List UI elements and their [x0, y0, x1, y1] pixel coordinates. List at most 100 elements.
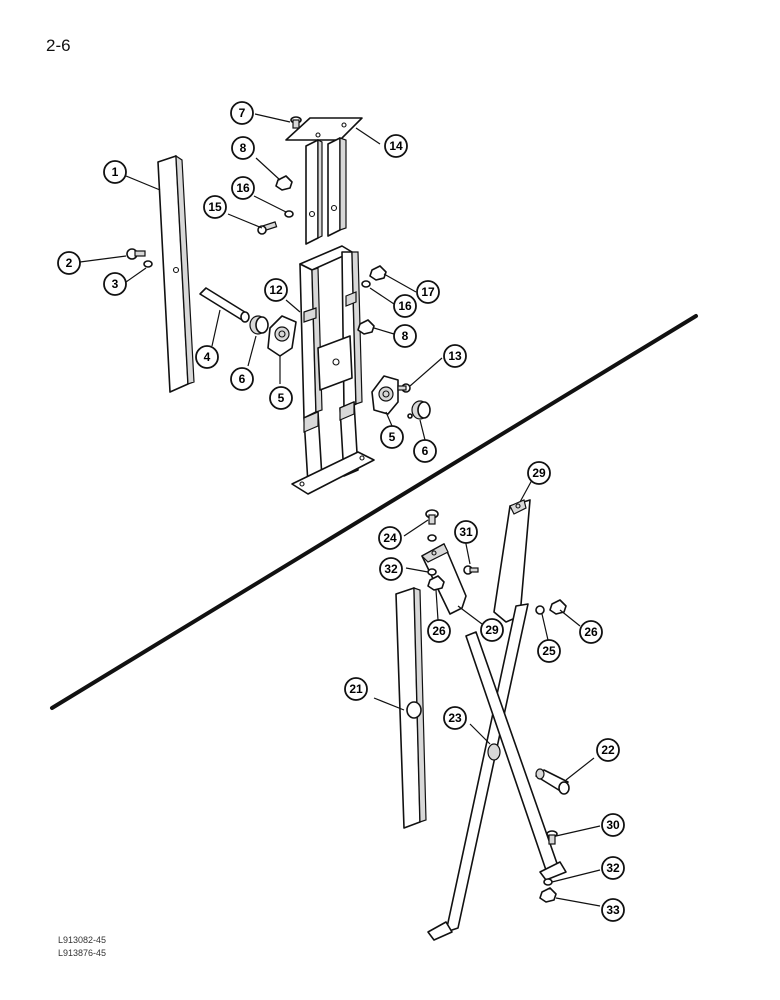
figure-reference-codes: L913082-45 L913876-45 — [58, 934, 106, 960]
callout-5: 5 — [269, 386, 293, 410]
callout-8: 8 — [393, 324, 417, 348]
part-21-upright-bar — [395, 587, 427, 829]
svg-text:13: 13 — [448, 349, 462, 363]
svg-text:32: 32 — [606, 861, 620, 875]
part-32-washer-a — [427, 534, 437, 542]
part-6-bushing-right — [407, 400, 431, 420]
svg-text:30: 30 — [606, 818, 620, 832]
part-14-top-bracket — [285, 117, 363, 245]
svg-text:33: 33 — [606, 903, 620, 917]
svg-text:4: 4 — [204, 350, 211, 364]
svg-text:14: 14 — [389, 139, 403, 153]
callout-5: 5 — [380, 425, 404, 449]
callout-33: 33 — [601, 898, 625, 922]
callout-24: 24 — [378, 526, 402, 550]
part-29-brace-upper — [493, 499, 531, 623]
callout-16: 16 — [393, 294, 417, 318]
svg-text:1: 1 — [112, 165, 119, 179]
part-12-main-frame — [299, 245, 363, 419]
part-24-bolt — [425, 509, 439, 525]
callout-17: 17 — [416, 280, 440, 304]
reference-code: L913082-45 — [58, 935, 107, 945]
section-divider-line — [50, 314, 698, 710]
svg-text:7: 7 — [239, 106, 246, 120]
svg-text:29: 29 — [532, 466, 546, 480]
part-25-washer — [535, 605, 545, 615]
callout-26: 26 — [579, 620, 603, 644]
svg-text:8: 8 — [402, 329, 409, 343]
reference-code: L913876-45 — [58, 948, 107, 958]
callout-6: 6 — [413, 439, 437, 463]
callout-26: 26 — [427, 619, 451, 643]
svg-text:24: 24 — [383, 531, 397, 545]
svg-text:2: 2 — [66, 256, 73, 270]
part-23-cross-brace — [427, 603, 567, 941]
part-33-nut — [539, 887, 557, 903]
svg-text:3: 3 — [112, 277, 119, 291]
part-3-washer — [143, 260, 153, 268]
callout-1: 1 — [103, 160, 127, 184]
callout-25: 25 — [537, 639, 561, 663]
callout-21: 21 — [344, 677, 368, 701]
part-16-washer-top — [284, 210, 294, 218]
part-13-screw — [397, 383, 411, 393]
callout-7: 7 — [230, 101, 254, 125]
callout-22: 22 — [596, 738, 620, 762]
page-number: 2-6 — [46, 36, 71, 55]
part-16-washer-right — [361, 280, 371, 288]
part-32-washer-b — [427, 568, 437, 576]
svg-text:8: 8 — [240, 141, 247, 155]
svg-text:21: 21 — [349, 682, 363, 696]
callout-14: 14 — [384, 134, 408, 158]
part-4-shaft — [199, 287, 250, 323]
svg-text:29: 29 — [485, 623, 499, 637]
callout-31: 31 — [454, 520, 478, 544]
svg-text:32: 32 — [384, 562, 398, 576]
svg-text:26: 26 — [584, 625, 598, 639]
part-5-bearing-flange-left — [267, 315, 297, 357]
svg-text:15: 15 — [208, 200, 222, 214]
part-6-bushing-left — [249, 315, 269, 335]
svg-text:22: 22 — [601, 743, 615, 757]
callout-4: 4 — [195, 345, 219, 369]
svg-text:25: 25 — [542, 644, 556, 658]
part-26-nut-left — [427, 575, 445, 591]
callout-16: 16 — [231, 176, 255, 200]
callout-13: 13 — [443, 344, 467, 368]
callout-29: 29 — [527, 461, 551, 485]
svg-text:16: 16 — [236, 181, 250, 195]
part-5-bearing-flange-right — [371, 375, 399, 415]
part-32-washer-bottom — [543, 878, 553, 886]
svg-text:12: 12 — [269, 283, 283, 297]
svg-text:16: 16 — [398, 299, 412, 313]
svg-text:26: 26 — [432, 624, 446, 638]
callout-12: 12 — [264, 278, 288, 302]
part-22-pin — [535, 768, 570, 795]
svg-text:23: 23 — [448, 711, 462, 725]
callout-2: 2 — [57, 251, 81, 275]
frame-base — [291, 401, 375, 495]
svg-text:5: 5 — [278, 391, 285, 405]
callout-32: 32 — [601, 856, 625, 880]
svg-text:17: 17 — [421, 285, 435, 299]
callout-3: 3 — [103, 272, 127, 296]
svg-text:6: 6 — [422, 444, 429, 458]
callout-8: 8 — [231, 136, 255, 160]
part-15-bolt — [257, 221, 278, 235]
svg-text:31: 31 — [459, 525, 473, 539]
svg-text:6: 6 — [239, 372, 246, 386]
callout-15: 15 — [203, 195, 227, 219]
callout-23: 23 — [443, 706, 467, 730]
part-8-nut-right — [357, 319, 375, 335]
part-2-bolt — [126, 248, 146, 260]
callout-6: 6 — [230, 367, 254, 391]
part-31-screw — [463, 565, 479, 575]
part-1-long-bar — [157, 154, 195, 393]
callout-30: 30 — [601, 813, 625, 837]
part-17-nut — [369, 265, 387, 281]
part-7-screw — [290, 116, 302, 129]
part-29-brace-lower — [421, 543, 467, 615]
callout-29: 29 — [480, 618, 504, 642]
callout-32: 32 — [379, 557, 403, 581]
